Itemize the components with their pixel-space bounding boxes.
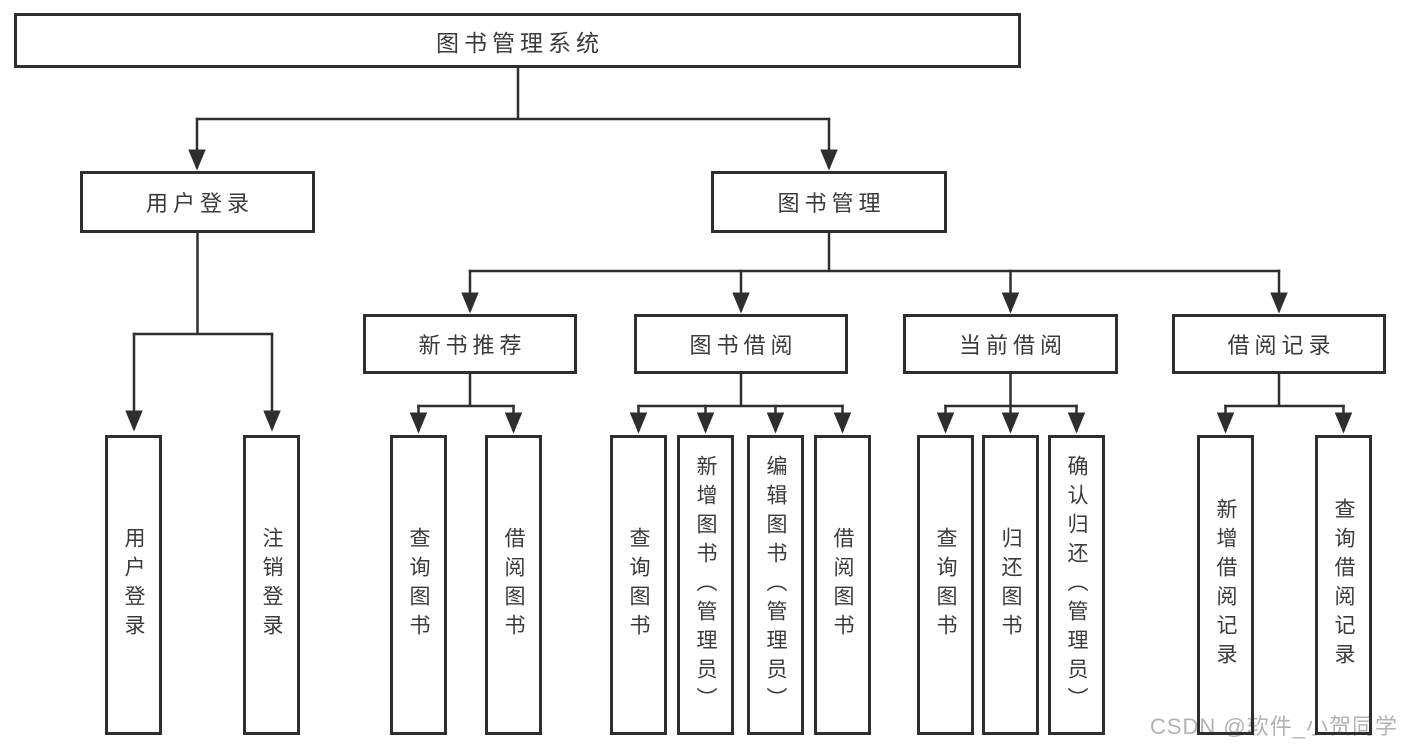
- node-label: 借阅图书: [502, 527, 525, 643]
- node-book-manage: 图书管理: [711, 171, 947, 233]
- connector-current-borrow-children: [936, 372, 1086, 434]
- node-current-borrow: 当前借阅: [903, 314, 1118, 374]
- node-label: 借阅记录: [1227, 333, 1336, 358]
- node-bb-borrow-books: 借阅图书: [814, 435, 871, 735]
- node-bb-query-books: 查询图书: [610, 435, 667, 735]
- node-label: 注销登录: [260, 527, 283, 643]
- node-user-login-leaf: 用户登录: [105, 435, 162, 735]
- node-label: 图书管理: [777, 191, 886, 216]
- node-bb-add-books: 新增图书（管理员）: [677, 435, 734, 735]
- node-label: 归还图书: [999, 527, 1022, 643]
- connector-root-to-level2: [188, 66, 838, 171]
- node-new-book-recommend: 新书推荐: [363, 314, 577, 374]
- node-label: 新增借阅记录: [1214, 498, 1237, 672]
- node-book-borrow: 图书借阅: [634, 314, 848, 374]
- node-label: 查询图书: [407, 527, 430, 643]
- node-br-query-record: 查询借阅记录: [1315, 435, 1372, 735]
- connector-new-book-rec-children: [409, 372, 523, 434]
- node-logout-leaf: 注销登录: [243, 435, 300, 735]
- node-label: 新增图书（管理员）: [694, 454, 717, 716]
- node-root: 图书管理系统: [14, 13, 1021, 68]
- node-bb-edit-books: 编辑图书（管理员）: [747, 435, 804, 735]
- node-rec-borrow-books: 借阅图书: [485, 435, 542, 735]
- node-label: 当前借阅: [958, 333, 1067, 358]
- node-user-login: 用户登录: [80, 171, 315, 233]
- node-label: 用户登录: [122, 527, 145, 643]
- node-cb-query-books: 查询图书: [917, 435, 974, 735]
- node-label: 查询图书: [934, 527, 957, 643]
- node-label: 图书借阅: [689, 333, 798, 358]
- node-br-add-record: 新增借阅记录: [1197, 435, 1254, 735]
- node-rec-query-books: 查询图书: [390, 435, 447, 735]
- node-borrow-record: 借阅记录: [1172, 314, 1386, 374]
- node-label: 查询借阅记录: [1332, 498, 1355, 672]
- node-cb-return-books: 归还图书: [982, 435, 1039, 735]
- node-label: 确认归还（管理员）: [1065, 454, 1088, 716]
- connector-user-login-children: [125, 231, 281, 432]
- node-label: 查询图书: [627, 527, 650, 643]
- connector-borrow-record-children: [1216, 372, 1353, 434]
- node-label: 图书管理系统: [436, 29, 604, 56]
- node-label: 借阅图书: [831, 527, 854, 643]
- node-label: 新书推荐: [418, 333, 527, 358]
- node-cb-confirm-return: 确认归还（管理员）: [1048, 435, 1105, 735]
- node-label: 编辑图书（管理员）: [764, 454, 787, 716]
- connector-book-borrow-children: [629, 372, 852, 434]
- node-label: 用户登录: [145, 191, 254, 216]
- connector-book-manage-children: [461, 231, 1288, 314]
